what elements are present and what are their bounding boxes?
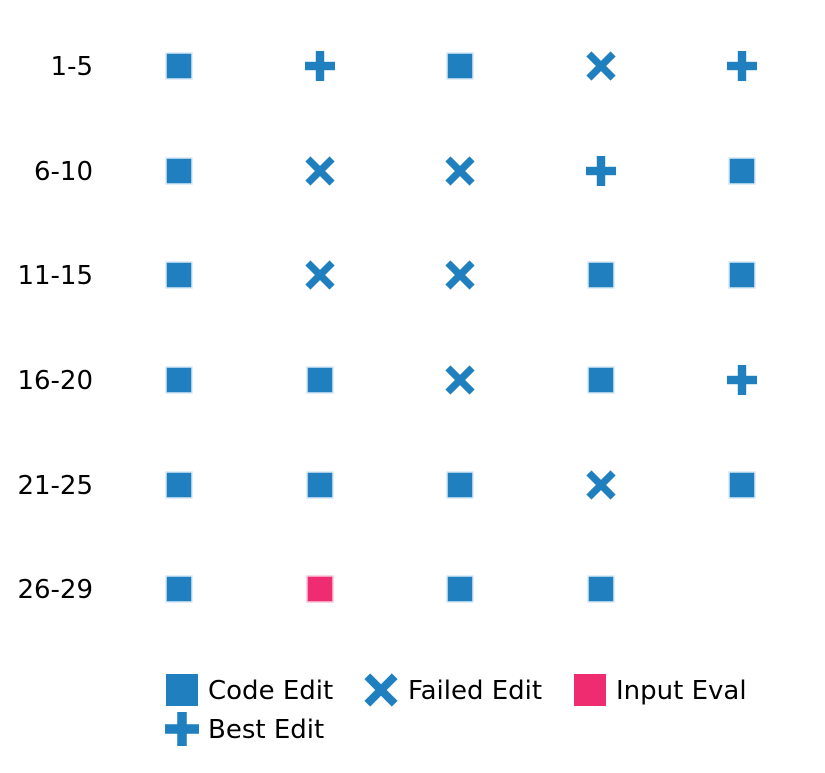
row-label: 21-25: [17, 471, 93, 501]
marker-code-edit-14: [587, 261, 615, 289]
marker-code-edit-23: [446, 471, 474, 499]
row-label: 11-15: [17, 261, 93, 291]
row-label: 16-20: [17, 366, 93, 396]
legend-label: Input Eval: [616, 676, 747, 706]
marker-failed-edit-4: [586, 51, 616, 81]
marker-code-edit-26: [165, 575, 193, 603]
marker-best-edit-5: [727, 51, 757, 81]
marker-code-edit-28: [446, 575, 474, 603]
marker-failed-edit-8: [445, 156, 475, 186]
marker-code-edit-3: [446, 52, 474, 80]
marker-best-edit-20: [727, 365, 757, 395]
plot-markers: [165, 51, 757, 603]
legend-item-input-eval: Input Eval: [574, 674, 747, 706]
marker-code-edit-17: [306, 366, 334, 394]
marker-code-edit-22: [306, 471, 334, 499]
legend-label: Code Edit: [208, 676, 333, 706]
row-label: 26-29: [17, 575, 93, 605]
marker-failed-edit-7: [305, 156, 335, 186]
marker-code-edit-15: [728, 261, 756, 289]
marker-failed-edit-18: [445, 365, 475, 395]
marker-code-edit-11: [165, 261, 193, 289]
marker-failed-edit-12: [305, 260, 335, 290]
legend-x-icon: [364, 673, 398, 707]
marker-code-edit-16: [165, 366, 193, 394]
legend-item-failed-edit: Failed Edit: [364, 673, 542, 707]
marker-failed-edit-24: [586, 470, 616, 500]
marker-code-edit-19: [587, 366, 615, 394]
legend-label: Best Edit: [208, 715, 324, 745]
legend-item-code-edit: Code Edit: [166, 674, 333, 706]
marker-code-edit-25: [728, 471, 756, 499]
marker-code-edit-6: [165, 157, 193, 185]
marker-best-edit-2: [305, 51, 335, 81]
marker-code-edit-10: [728, 157, 756, 185]
row-labels: 1-5 6-10 11-15 16-20 21-25 26-29: [17, 52, 93, 605]
legend-item-best-edit: Best Edit: [165, 712, 324, 746]
legend-label: Failed Edit: [408, 676, 542, 706]
marker-best-edit-9: [586, 156, 616, 186]
row-label: 6-10: [34, 157, 93, 187]
legend-plus-icon: [165, 712, 199, 746]
row-label: 1-5: [51, 52, 93, 82]
marker-code-edit-1: [165, 52, 193, 80]
legend-square-icon: [574, 674, 606, 706]
marker-code-edit-21: [165, 471, 193, 499]
legend-square-icon: [166, 674, 198, 706]
marker-code-edit-29: [587, 575, 615, 603]
marker-input-eval-27: [306, 575, 334, 603]
marker-failed-edit-13: [445, 260, 475, 290]
